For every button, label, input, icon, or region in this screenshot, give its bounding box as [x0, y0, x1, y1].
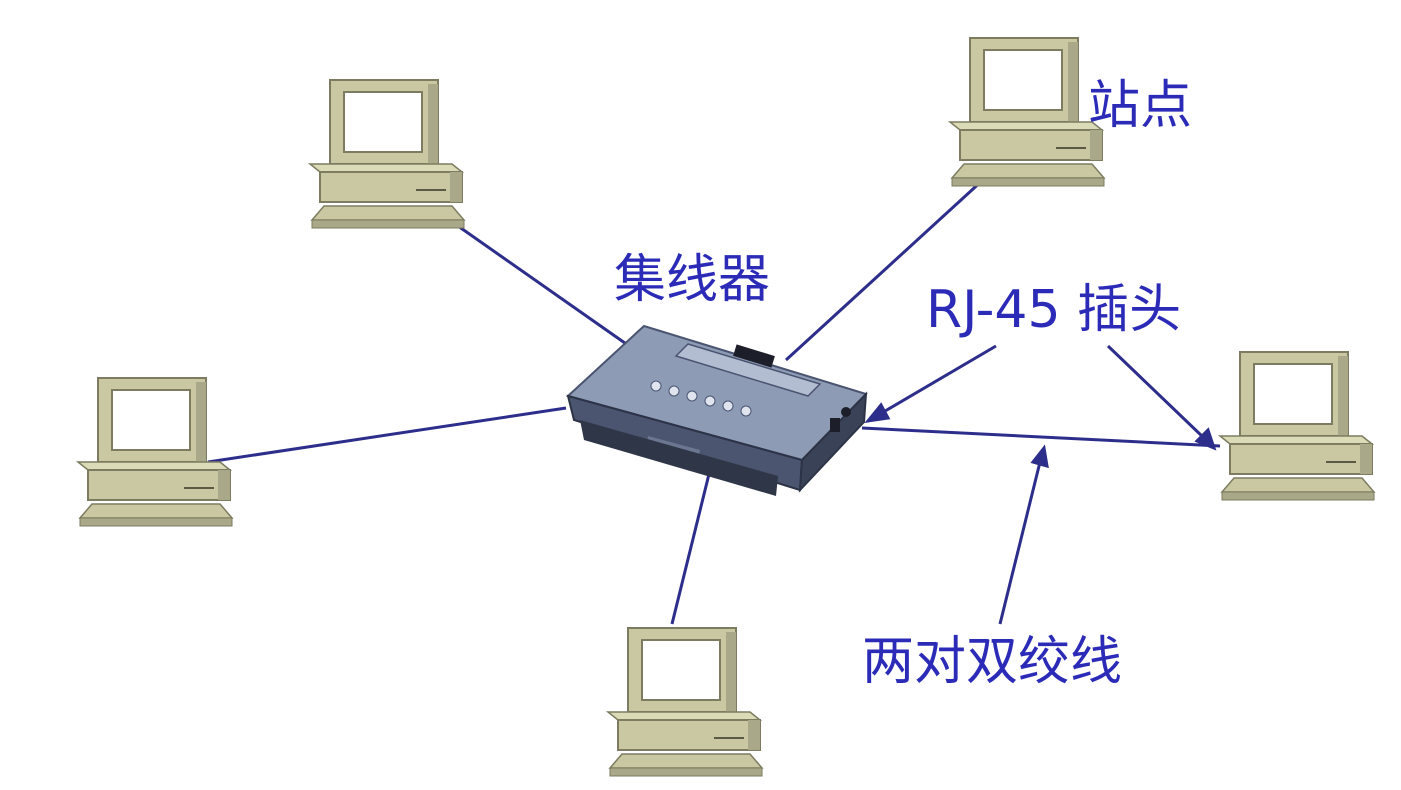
- link-left: [207, 406, 567, 464]
- links: [207, 166, 1221, 625]
- arrow-rj45-to-pc: [1106, 344, 1206, 440]
- hub-icon: [565, 324, 868, 496]
- computer-icon: [1219, 351, 1375, 501]
- hub-label: 集线器: [614, 250, 771, 310]
- twisted-pair-label: 两对双绞线: [862, 632, 1123, 692]
- computer-icon: [949, 37, 1105, 187]
- arrow-rj45-to-hub: [879, 344, 997, 416]
- link-right: [861, 426, 1221, 448]
- computer-icon: [309, 79, 465, 229]
- arrow-twisted-pair: [998, 461, 1042, 625]
- link-top-left: [437, 210, 633, 350]
- station-label: 站点: [1088, 76, 1193, 136]
- link-top-right: [784, 166, 998, 362]
- rj45-plug-label: RJ-45 插头: [926, 280, 1182, 340]
- arrows: [864, 344, 1217, 625]
- computer-icon: [77, 377, 233, 527]
- computer-icon: [607, 627, 763, 777]
- link-bottom: [670, 469, 712, 625]
